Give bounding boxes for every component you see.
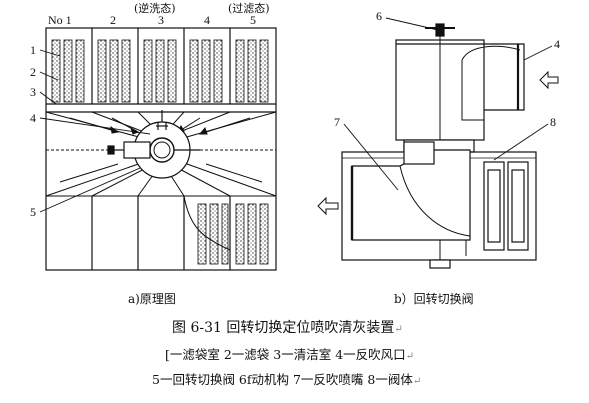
col-label-3: 3 — [158, 13, 164, 27]
right-callout-leaders — [343, 17, 553, 191]
right-labels: 6 4 7 8 — [334, 9, 560, 129]
state-backwash: (逆洗态) — [134, 1, 176, 15]
legend-line-1: [一滤袋室 2一滤袋 3一清洁室 4一反吹风口↵ — [165, 344, 414, 363]
col-label-2: 2 — [110, 13, 116, 27]
bottom-compartments — [91, 196, 231, 270]
legend-line-2: 5一回转切换阀 6f动机构 7一反吹喷嘴 8一阀体↵ — [152, 369, 421, 388]
callout-8: 8 — [550, 115, 556, 129]
col-label-4: 4 — [204, 13, 210, 27]
callout-6: 6 — [376, 9, 382, 23]
col-label-5: 5 — [250, 13, 256, 27]
figure-title-text: 图 6-31 回转切换定位喷吹清灰装置 — [172, 320, 395, 336]
col-label-1: No 1 — [48, 13, 72, 27]
state-filtering: (过滤态) — [228, 2, 270, 15]
figure-title: 图 6-31 回转切换定位喷吹清灰装置↵ — [172, 317, 403, 337]
housing-outline — [45, 27, 277, 271]
return-mark: ↵ — [394, 324, 403, 335]
rotary-valve-diagram — [317, 17, 559, 269]
callout-7: 7 — [334, 115, 340, 129]
callout-1: 1 — [30, 43, 36, 57]
callout-5: 5 — [30, 205, 36, 219]
principle-diagram — [39, 27, 277, 271]
callout-2: 2 — [30, 65, 36, 79]
legend-line-2-text: 5一回转切换阀 6f动机构 7一反吹喷嘴 8一阀体 — [152, 372, 413, 387]
rotary-valve-center — [107, 110, 200, 179]
caption-right: b）回转切换阀 — [394, 292, 474, 306]
filter-bags-top — [51, 39, 269, 103]
left-labels: No 1 2 3 4 5 (逆洗态) (过滤态) 1 2 3 4 5 — [30, 1, 270, 219]
callout-4: 4 — [30, 111, 36, 125]
caption-left: a)原理图 — [128, 292, 176, 306]
callout-3: 3 — [30, 85, 36, 99]
left-callout-leaders — [39, 49, 151, 213]
legend-line-1-text: [一滤袋室 2一滤袋 3一清洁室 4一反吹风口 — [165, 347, 406, 362]
filter-bags-bottom — [197, 203, 269, 265]
return-mark: ↵ — [412, 376, 422, 387]
return-mark: ↵ — [405, 351, 415, 362]
callout-4-right: 4 — [554, 37, 560, 51]
